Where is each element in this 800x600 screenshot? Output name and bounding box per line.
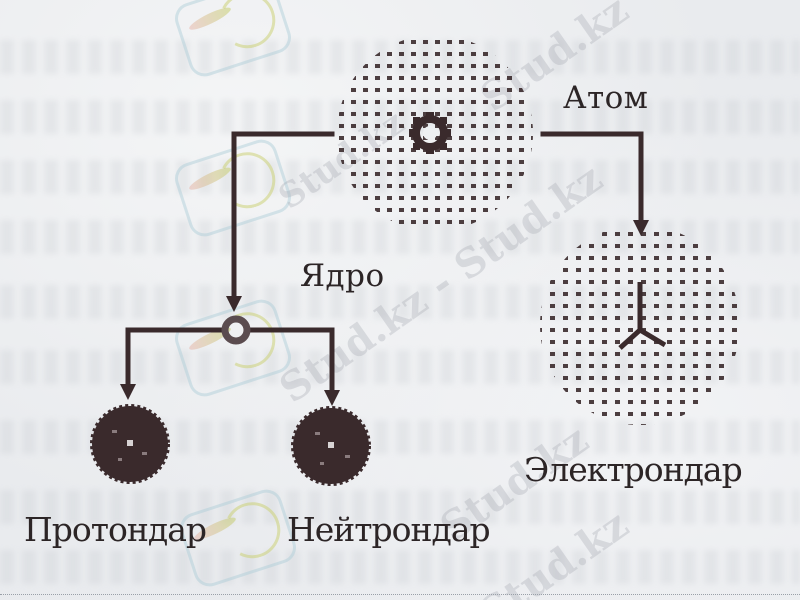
atom-nucleus-gear-icon <box>409 112 451 154</box>
page-dotted-border <box>0 594 800 595</box>
connector-atom-to-electrons <box>540 131 644 225</box>
arrow-down-icon <box>226 296 242 312</box>
arrow-down-icon <box>633 220 649 236</box>
proton-ball-icon <box>90 404 170 484</box>
label-neutrons: Нейтрондар <box>287 510 491 549</box>
arrow-down-icon <box>120 384 136 400</box>
connector-nucleus-to-neutrons <box>244 327 335 395</box>
label-nucleus: Ядро <box>300 258 385 294</box>
connector-atom-to-nucleus <box>231 131 335 301</box>
label-electrons: Электрондар <box>524 450 743 489</box>
arrowheads <box>120 220 649 406</box>
atom-sphere-icon <box>337 35 533 231</box>
arrow-down-icon <box>324 390 340 406</box>
electron-cloud-icon <box>540 225 740 425</box>
connector-nucleus-to-protons <box>125 327 228 389</box>
label-protons: Протондар <box>24 510 207 549</box>
bleed-through-text <box>0 490 800 524</box>
nucleus-ring-icon <box>221 315 251 345</box>
bleed-through-text <box>0 550 800 584</box>
connector-lines <box>125 131 644 395</box>
label-atom: Атом <box>563 80 649 116</box>
neutron-ball-icon <box>291 406 371 486</box>
